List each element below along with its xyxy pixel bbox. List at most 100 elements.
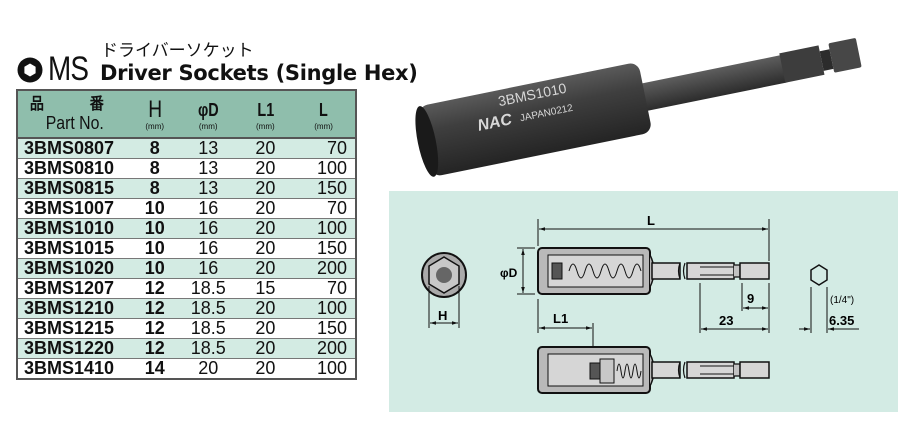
- cell-h: 14: [131, 358, 178, 380]
- cell-part: 3BMS0815: [17, 178, 132, 199]
- header-d: φD (mm): [177, 90, 239, 139]
- socket-end-view: H: [421, 252, 467, 328]
- table-row: 3BMS0810 8 13 20 100: [17, 158, 356, 179]
- engraving-brand: NAC: [476, 111, 514, 135]
- cell-d: 16: [177, 218, 239, 239]
- cell-part: 3BMS1410: [17, 358, 132, 380]
- cell-h: 10: [131, 258, 178, 279]
- cell-l: 100: [292, 158, 356, 179]
- cell-h: 10: [131, 218, 178, 239]
- cell-l1: 20: [238, 318, 293, 339]
- table-row: 3BMS0815 8 13 20 150: [17, 178, 356, 199]
- cell-h: 10: [131, 238, 178, 259]
- label-23: 23: [719, 313, 733, 328]
- cell-part: 3BMS1007: [17, 198, 132, 219]
- cell-d: 20: [177, 358, 239, 380]
- header-l-label: L: [319, 99, 328, 120]
- cell-h: 12: [131, 318, 178, 339]
- cell-l1: 20: [238, 298, 293, 319]
- label-h: H: [438, 308, 447, 323]
- cell-h: 8: [131, 138, 178, 159]
- socket-side-view-top: L φD 9 23: [500, 213, 770, 371]
- cell-l1: 20: [238, 358, 293, 380]
- header-part-no: 品 番 Part No.: [17, 90, 132, 139]
- label-l1: L1: [553, 311, 568, 326]
- cell-l1: 20: [238, 198, 293, 219]
- cell-l1: 20: [238, 218, 293, 239]
- header-h: H (mm): [131, 90, 178, 139]
- cell-d: 16: [177, 198, 239, 219]
- cell-part: 3BMS0807: [17, 138, 132, 159]
- socket-side-view-bottom: [537, 346, 770, 394]
- cell-d: 18.5: [177, 278, 239, 299]
- table-row: 3BMS1007 10 16 20 70: [17, 198, 356, 219]
- table-row: 3BMS1020 10 16 20 200: [17, 258, 356, 279]
- cell-l: 70: [292, 278, 356, 299]
- cell-part: 3BMS1015: [17, 238, 132, 259]
- table-row: 3BMS1220 12 18.5 20 200: [17, 338, 356, 359]
- series-code: MS: [48, 50, 89, 88]
- table-row: 3BMS1410 14 20 20 100: [17, 358, 356, 380]
- cell-d: 13: [177, 138, 239, 159]
- cell-h: 12: [131, 298, 178, 319]
- cell-l1: 20: [238, 338, 293, 359]
- header-l1-label: L1: [256, 99, 274, 120]
- hex-bullet-icon: [17, 57, 43, 83]
- cell-d: 18.5: [177, 298, 239, 319]
- header-l1: L1 (mm): [238, 90, 293, 139]
- table-row: 3BMS1210 12 18.5 20 100: [17, 298, 356, 319]
- cell-d: 18.5: [177, 318, 239, 339]
- cell-l: 100: [292, 298, 356, 319]
- cell-d: 16: [177, 258, 239, 279]
- header-part-jp: 品 番: [29, 96, 120, 113]
- table-row: 3BMS1010 10 16 20 100: [17, 218, 356, 239]
- cell-part: 3BMS1207: [17, 278, 132, 299]
- cell-l1: 20: [238, 138, 293, 159]
- hex-shank-section: (1/4") 6.35: [799, 264, 859, 333]
- cell-l: 200: [292, 258, 356, 279]
- cell-d: 13: [177, 158, 239, 179]
- cell-part: 3BMS1220: [17, 338, 132, 359]
- spec-table: 品 番 Part No. H (mm) φD (mm) L1 (mm) L (m…: [16, 89, 357, 380]
- header-d-label: φD: [197, 99, 219, 120]
- header-l1-unit: (mm): [256, 121, 275, 131]
- cell-part: 3BMS1020: [17, 258, 132, 279]
- cell-l: 150: [292, 318, 356, 339]
- cell-h: 12: [131, 338, 178, 359]
- cell-l: 150: [292, 178, 356, 199]
- cell-d: 16: [177, 238, 239, 259]
- label-9: 9: [747, 291, 754, 306]
- label-l: L: [647, 213, 655, 228]
- cell-l1: 15: [238, 278, 293, 299]
- cell-l1: 20: [238, 178, 293, 199]
- label-hex-mm: 6.35: [829, 313, 854, 328]
- cell-h: 10: [131, 198, 178, 219]
- header-h-unit: (mm): [145, 121, 165, 131]
- cell-part: 3BMS1215: [17, 318, 132, 339]
- cell-l1: 20: [238, 238, 293, 259]
- header-l: L (mm): [292, 90, 356, 139]
- table-row: 3BMS1215 12 18.5 20 150: [17, 318, 356, 339]
- cell-l: 100: [292, 358, 356, 380]
- table-row: 3BMS0807 8 13 20 70: [17, 138, 356, 159]
- header-part-en: Part No.: [45, 113, 104, 133]
- dimension-diagram: H L φD: [389, 191, 898, 412]
- cell-l1: 20: [238, 158, 293, 179]
- header-h-label: H: [147, 95, 162, 123]
- cell-part: 3BMS1010: [17, 218, 132, 239]
- cell-part: 3BMS1210: [17, 298, 132, 319]
- cell-d: 18.5: [177, 338, 239, 359]
- cell-part: 3BMS0810: [17, 158, 132, 179]
- cell-h: 8: [131, 158, 178, 179]
- title-english: Driver Sockets (Single Hex): [100, 61, 418, 85]
- table-row: 3BMS1015 10 16 20 150: [17, 238, 356, 259]
- cell-l: 200: [292, 338, 356, 359]
- table-row: 3BMS1207 12 18.5 15 70: [17, 278, 356, 299]
- cell-l: 100: [292, 218, 356, 239]
- cell-h: 12: [131, 278, 178, 299]
- header-l-unit: (mm): [314, 121, 333, 131]
- header-d-unit: (mm): [198, 121, 218, 131]
- cell-l: 150: [292, 238, 356, 259]
- label-hex-inch: (1/4"): [830, 295, 854, 306]
- cell-d: 13: [177, 178, 239, 199]
